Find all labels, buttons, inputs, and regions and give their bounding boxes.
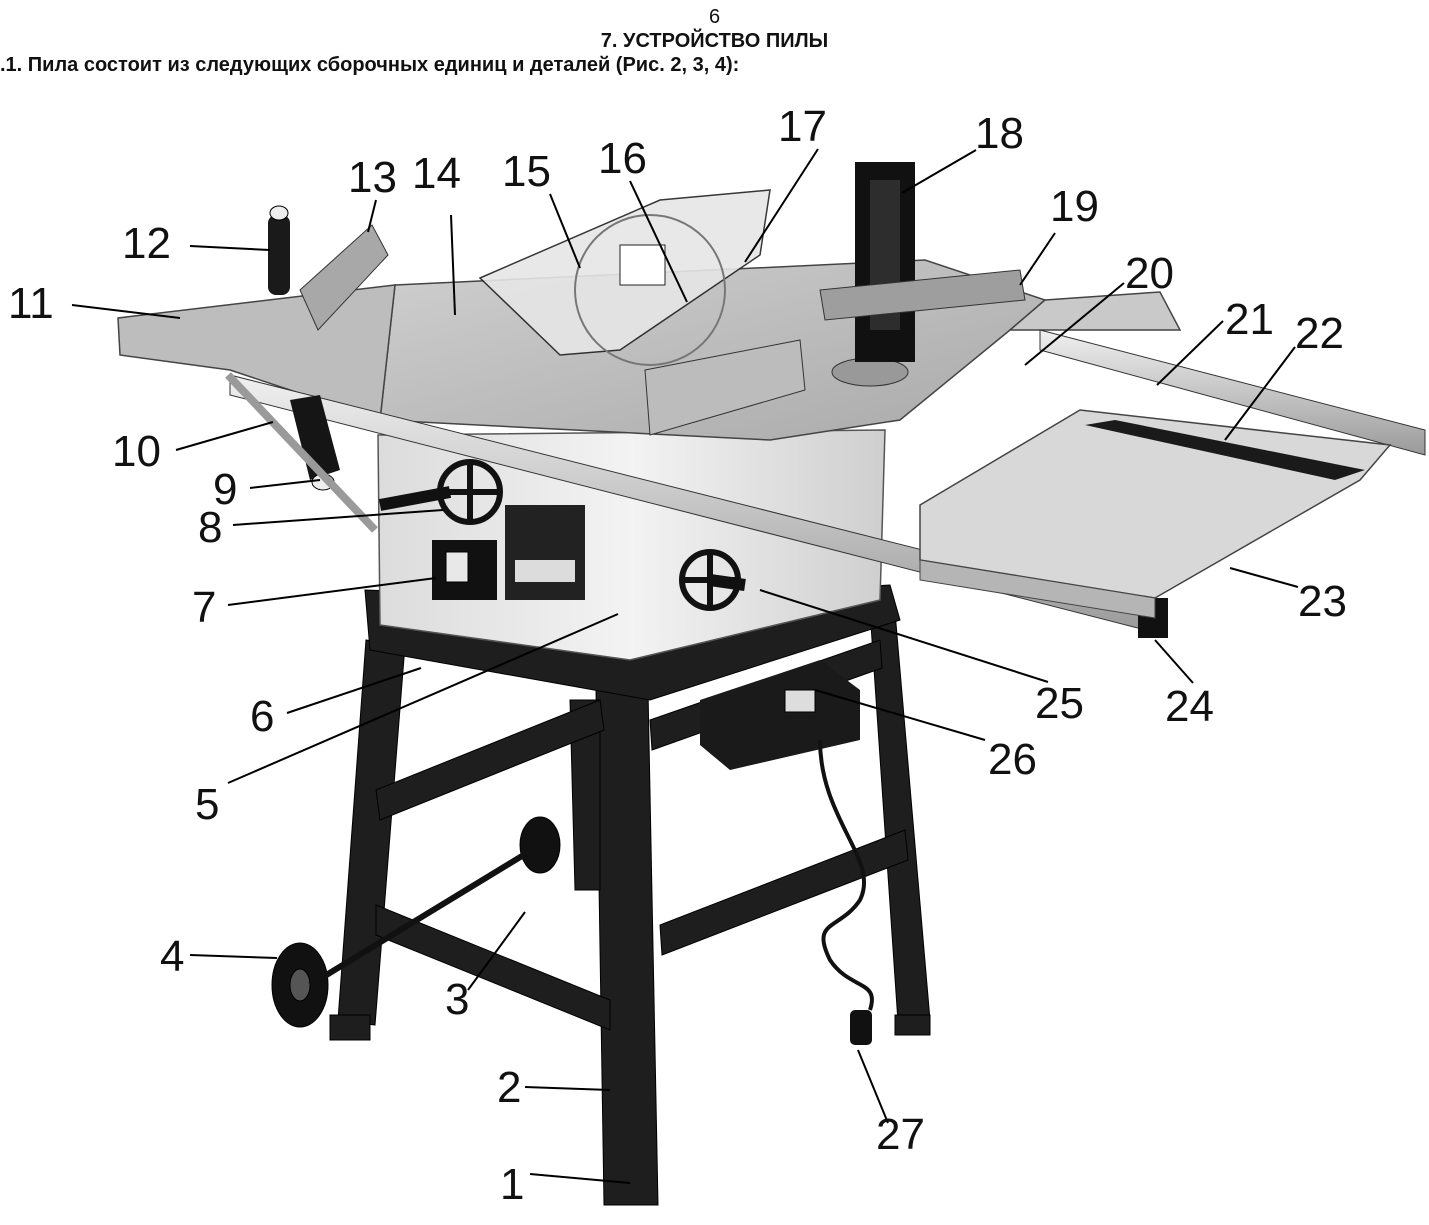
section-subheading: .1. Пила состоит из следующих сборочных … — [0, 54, 740, 76]
callout-14: 14 — [412, 149, 461, 198]
callout-17: 17 — [778, 102, 827, 151]
brand-plate — [505, 505, 585, 600]
callout-2: 2 — [497, 1063, 522, 1112]
callout-18: 18 — [975, 109, 1024, 158]
saw-blade — [574, 214, 726, 366]
blade-height-handwheel — [378, 459, 503, 525]
callout-10: 10 — [112, 427, 161, 476]
callout-19: 19 — [1050, 182, 1099, 231]
wheels — [271, 816, 561, 1028]
leader-lines — [71, 148, 1299, 1184]
callout-20: 20 — [1125, 249, 1174, 298]
leg-rear-right — [869, 609, 931, 1023]
callout-9: 9 — [213, 465, 238, 514]
crossbar-right-lower — [659, 829, 909, 956]
callout-7: 7 — [192, 583, 217, 632]
switch-box — [700, 660, 874, 1045]
leg-rear-left — [569, 699, 601, 891]
foot-right — [894, 1014, 931, 1036]
power-cable — [818, 739, 874, 1011]
extension-table — [919, 409, 1392, 619]
callout-26: 26 — [988, 735, 1037, 784]
callout-8: 8 — [198, 503, 223, 552]
crossbar-front-lower — [375, 904, 611, 1031]
callout-21: 21 — [1225, 295, 1274, 344]
power-plug — [850, 1010, 872, 1045]
callout-13: 13 — [348, 153, 397, 202]
callout-15: 15 — [502, 147, 551, 196]
support-bracket — [225, 372, 378, 533]
miter-gauge — [268, 205, 389, 331]
throat-plate — [831, 357, 909, 387]
miter-fence — [1085, 420, 1365, 480]
page-number: 6 — [708, 6, 721, 28]
saw-cabinet — [377, 429, 886, 661]
fence-lock-handle — [225, 372, 378, 533]
blade-guard — [478, 189, 771, 366]
callout-24: 24 — [1165, 682, 1214, 731]
callout-22: 22 — [1295, 309, 1344, 358]
callout-3: 3 — [445, 975, 470, 1024]
rip-fence — [644, 162, 1026, 436]
callout-16: 16 — [598, 134, 647, 183]
power-switch — [445, 551, 469, 583]
callout-27: 27 — [876, 1110, 925, 1159]
callout-25: 25 — [1035, 679, 1084, 728]
callout-23: 23 — [1298, 577, 1347, 626]
callout-4: 4 — [160, 932, 185, 981]
callout-1: 1 — [500, 1160, 525, 1209]
section-heading: 7. УСТРОЙСТВО ПИЛЫ — [600, 30, 829, 52]
callout-6: 6 — [250, 692, 275, 741]
leg-front-left — [337, 639, 406, 1026]
crossbar-front-upper — [375, 699, 605, 821]
callout-12: 12 — [122, 219, 171, 268]
tilt-handwheel — [679, 549, 746, 611]
rear-slide-rail — [1039, 329, 1426, 456]
foot-left — [329, 1014, 371, 1041]
leg-front-right — [595, 689, 659, 1206]
fence-guide — [819, 269, 1026, 321]
callout-5: 5 — [195, 780, 220, 829]
callout-11: 11 — [8, 279, 54, 328]
right-extension — [1007, 291, 1182, 331]
